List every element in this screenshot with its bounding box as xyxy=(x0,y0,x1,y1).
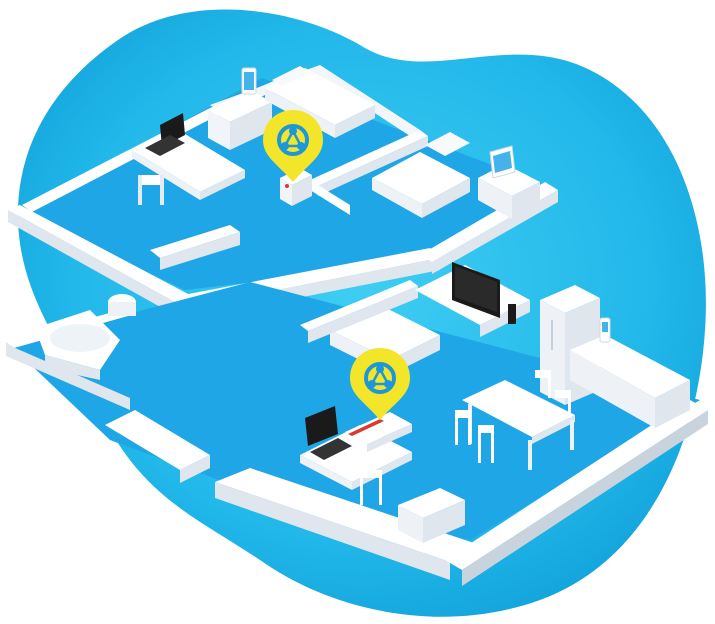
mesh-marker-icon xyxy=(277,124,309,156)
dining-table xyxy=(462,380,575,437)
lower-wall-front-left xyxy=(105,410,210,470)
upper-bed-2 xyxy=(372,152,470,204)
lower-wall-front xyxy=(215,468,480,562)
kitchen-counter xyxy=(570,335,690,398)
lower-wall-right-front xyxy=(445,400,708,570)
lower-chair xyxy=(360,470,382,505)
mesh-marker-icon xyxy=(364,362,396,394)
mesh-marker-lower xyxy=(350,348,410,420)
lower-router xyxy=(345,412,412,444)
speaker xyxy=(508,304,516,324)
upper-chair xyxy=(138,175,164,185)
fridge xyxy=(540,285,600,313)
mesh-marker-upper xyxy=(263,110,323,182)
dining-chairs xyxy=(455,370,571,463)
storage-box xyxy=(398,488,465,518)
lower-floor-plate xyxy=(10,282,700,540)
lower-floor xyxy=(6,262,708,586)
lower-laptop-screen xyxy=(305,406,338,446)
upper-bed-1 xyxy=(265,68,375,125)
upper-cabinet xyxy=(208,90,272,122)
upper-wall-left-front xyxy=(8,205,190,305)
